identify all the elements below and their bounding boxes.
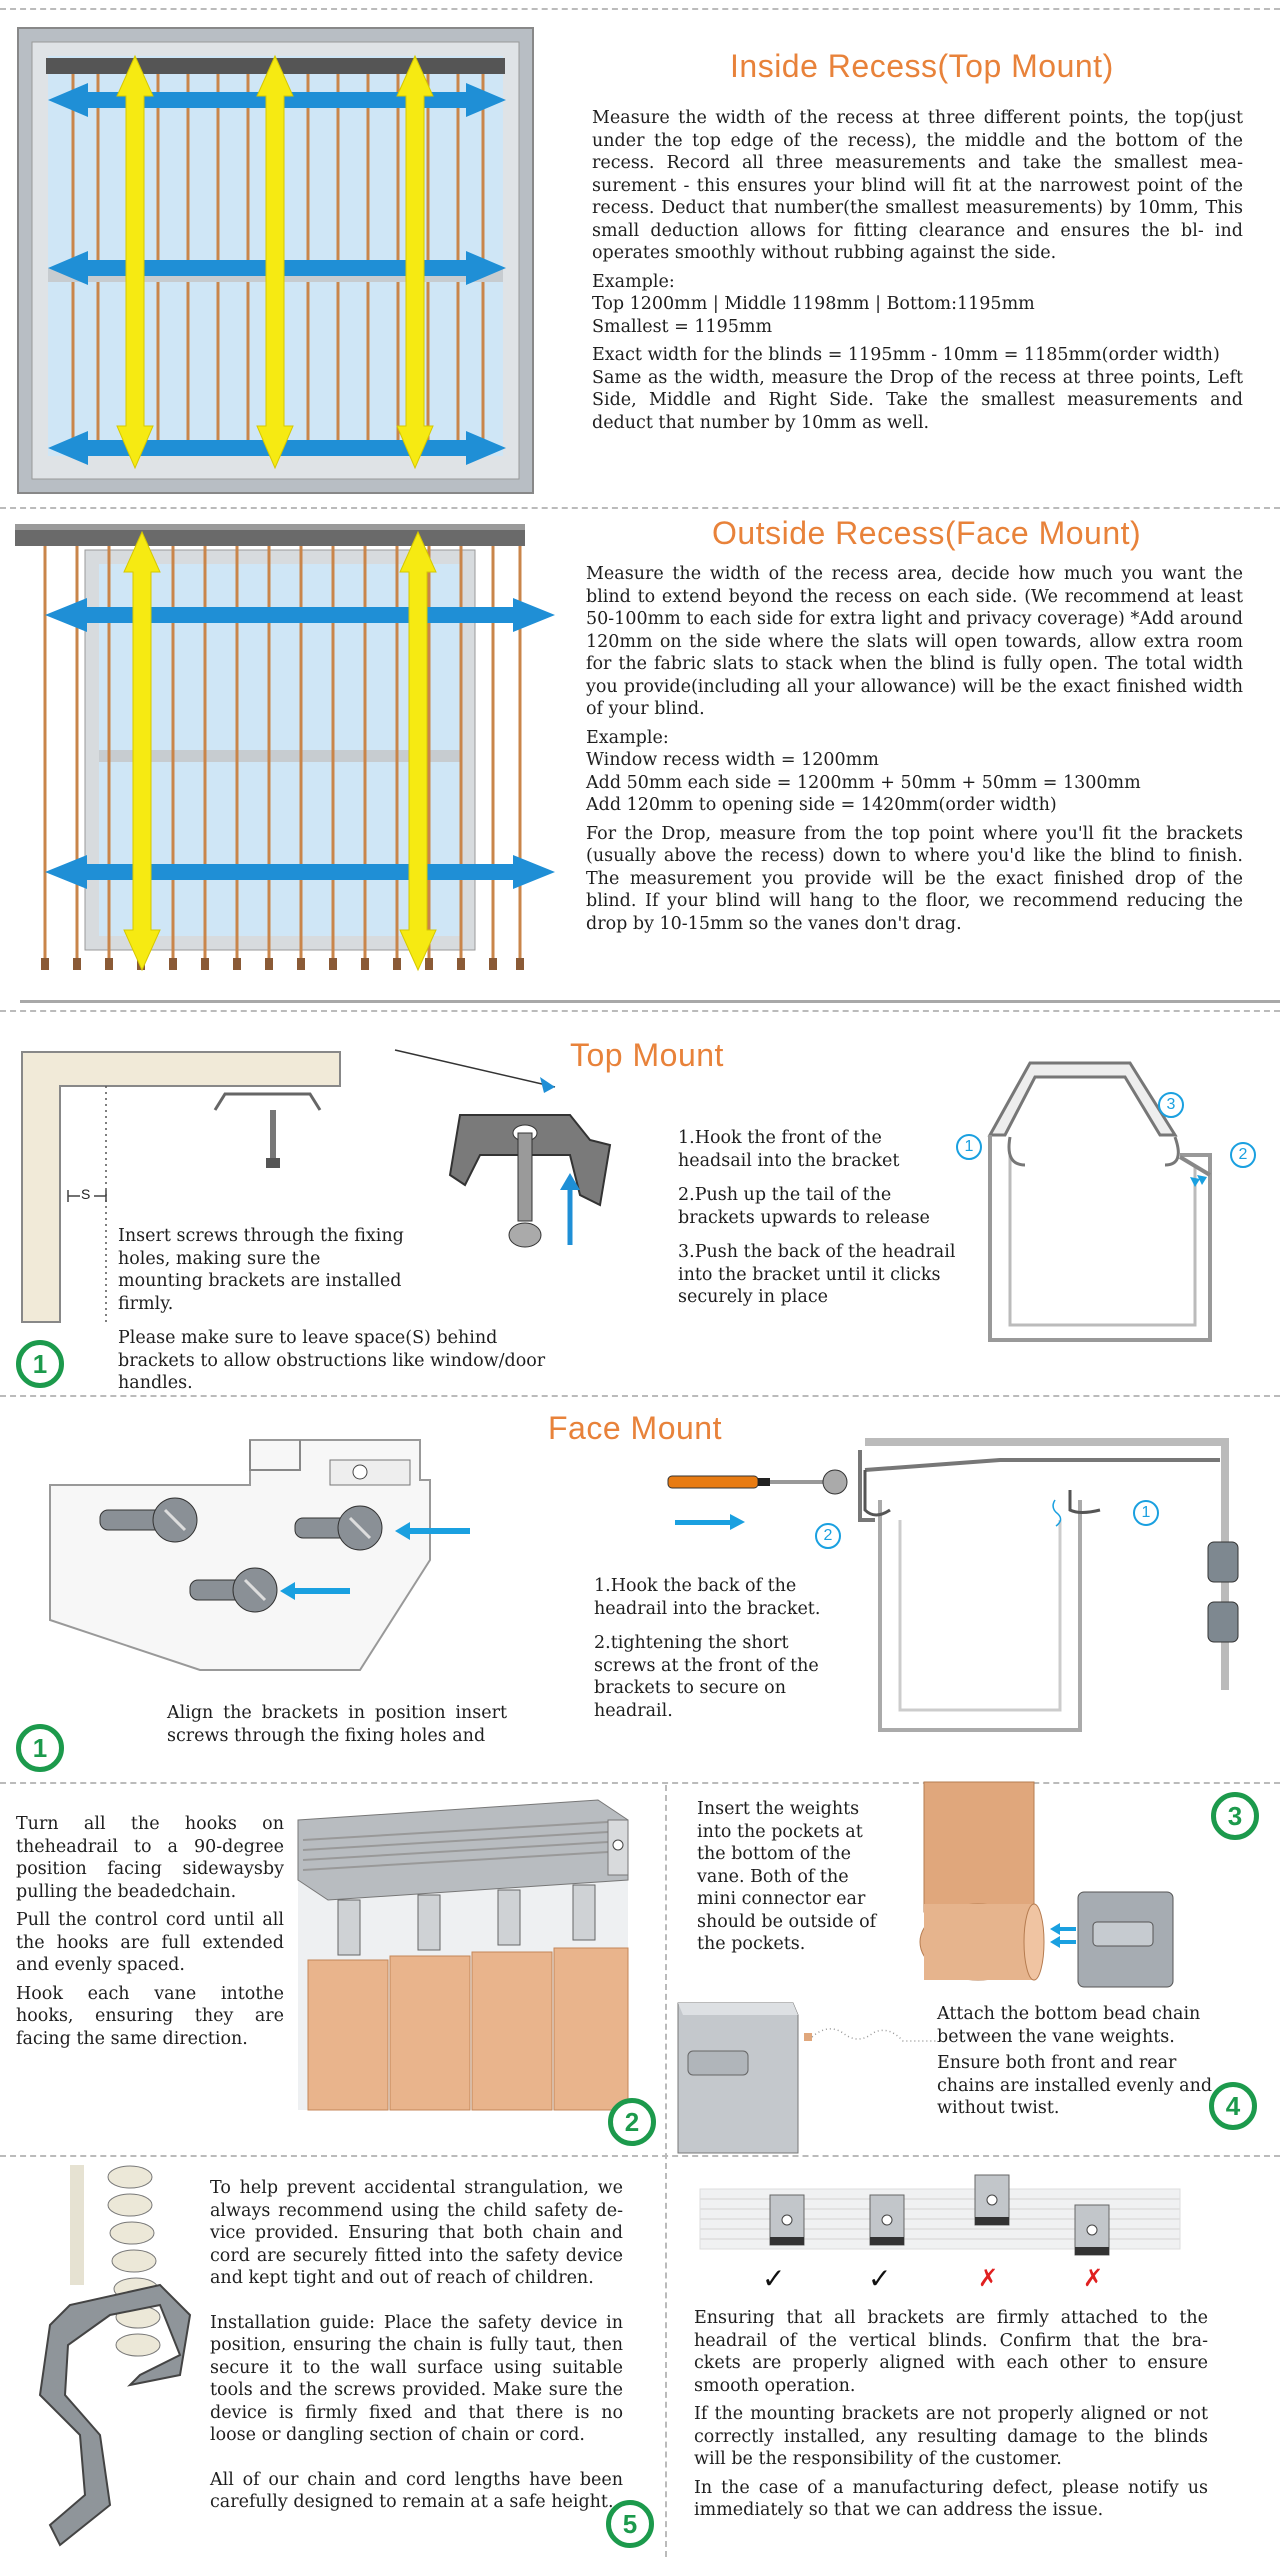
outside-recess-example-line-2: Add 50mm each side = 1200mm + 50mm + 50m… bbox=[586, 772, 1141, 793]
inside-recess-paragraph-1: Measure the width of the recess at three… bbox=[592, 108, 1243, 263]
step-badge: 3 bbox=[1211, 1792, 1259, 1840]
bead-chain-weight-illustration bbox=[677, 2002, 938, 2154]
weights-text: Insert the weights into the pockets at t… bbox=[697, 1799, 877, 1954]
alignment-paragraph-2: If the mounting brackets are not properl… bbox=[694, 2404, 1208, 2469]
top-mount-step-1: 1.Hook the front of the headsail into th… bbox=[678, 1128, 900, 1171]
section-divider bbox=[0, 1782, 1280, 1784]
face-mount-caption: Align the brackets in position insert sc… bbox=[167, 1703, 507, 1746]
callout-3: 3 bbox=[1158, 1092, 1184, 1118]
alignment-mark-wrong: ✗ bbox=[1083, 2264, 1104, 2292]
inside-recess-text: Measure the width of the recess at three… bbox=[592, 107, 1243, 440]
weights-vane-illustration bbox=[919, 1781, 1174, 1988]
alignment-paragraph-3: In the case of a manufacturing defect, p… bbox=[694, 2477, 1208, 2521]
outside-recess-window-illustration bbox=[15, 524, 555, 972]
bead-chain-paragraph-2: Ensure both front and rear chains are in… bbox=[937, 2053, 1213, 2118]
top-mount-steps: 1.Hook the front of the headsail into th… bbox=[678, 1127, 958, 1321]
safety-paragraph-1: To help prevent accidental strangulation… bbox=[210, 2178, 623, 2288]
outside-recess-text: Measure the width of the recess area, de… bbox=[586, 563, 1243, 941]
top-dashed-divider bbox=[0, 8, 1280, 10]
top-mount-caption-1: Insert screws through the fixing holes, … bbox=[118, 1226, 404, 1314]
inside-recess-example-line-2: Smallest = 1195mm bbox=[592, 316, 773, 337]
inside-recess-example-label: Example: bbox=[592, 271, 675, 292]
step-badge: 1 bbox=[16, 1724, 64, 1772]
face-mount-bracket-illustration bbox=[49, 1439, 470, 1671]
section-divider-solid bbox=[20, 1000, 1280, 1003]
face-mount-title: Face Mount bbox=[548, 1410, 722, 1446]
hooks-headrail-illustration bbox=[297, 1799, 629, 2111]
outside-recess-example-label: Example: bbox=[586, 727, 669, 748]
outside-recess-paragraph-1: Measure the width of the recess area, de… bbox=[586, 564, 1243, 719]
top-mount-headrail-profile bbox=[987, 1061, 1212, 1342]
safety-paragraph-2: Installation guide: Place the safety dev… bbox=[210, 2312, 623, 2446]
top-mount-step-3: 3.Push the back of the headrail into the… bbox=[678, 1242, 956, 1307]
top-mount-caption: Insert screws through the fixing holes, … bbox=[118, 1225, 578, 1407]
inside-recess-paragraph-3: Same as the width, measure the Drop of t… bbox=[592, 367, 1243, 433]
section-divider bbox=[0, 1010, 1280, 1012]
top-mount-caption-2: Please make sure to leave space(S) behin… bbox=[118, 1328, 546, 1393]
bracket-alignment-illustration bbox=[699, 2174, 1181, 2256]
alignment-paragraph-1: Ensuring that all brackets are firmly at… bbox=[694, 2308, 1208, 2396]
section-divider bbox=[0, 1395, 1280, 1397]
step-badge: 5 bbox=[606, 2500, 654, 2548]
inside-recess-title: Inside Recess(Top Mount) bbox=[730, 48, 1114, 84]
inside-recess-window-illustration bbox=[17, 27, 534, 494]
face-mount-steps: 1.Hook the back of the headrail into the… bbox=[594, 1575, 824, 1734]
face-mount-step-2: 2.tightening the short screws at the fro… bbox=[594, 1633, 819, 1721]
face-mount-headrail-illustration bbox=[667, 1438, 1239, 1732]
section-divider bbox=[0, 507, 1280, 509]
callout-1: 1 bbox=[1133, 1500, 1159, 1526]
step-badge: 2 bbox=[608, 2098, 656, 2146]
top-mount-bracket-illustration bbox=[394, 1049, 612, 1248]
hooks-paragraph-1: Turn all the hooks on theheadrail to a 9… bbox=[16, 1814, 284, 1902]
inside-recess-paragraph-2: Exact width for the blinds = 1195mm - 10… bbox=[592, 345, 1220, 365]
outside-recess-paragraph-2: For the Drop, measure from the top point… bbox=[586, 823, 1243, 934]
top-mount-wall-diagram bbox=[21, 1051, 341, 1323]
hooks-text: Turn all the hooks on theheadrail to a 9… bbox=[16, 1813, 284, 2056]
outside-recess-example-line-3: Add 120mm to opening side = 1420mm(order… bbox=[586, 795, 1057, 815]
hooks-paragraph-3: Hook each vane intothe hooks, ensuring t… bbox=[16, 1983, 284, 2049]
child-safety-device-illustration bbox=[38, 2165, 192, 2547]
section-divider bbox=[0, 2155, 1280, 2157]
safety-paragraph-3: All of our chain and cord lengths have b… bbox=[210, 2469, 623, 2513]
callout-2: 2 bbox=[815, 1523, 841, 1549]
top-mount-title: Top Mount bbox=[570, 1037, 724, 1073]
top-mount-step-2: 2.Push up the tail of the brackets upwar… bbox=[678, 1185, 930, 1228]
bead-chain-text: Attach the bottom bead chain between the… bbox=[937, 2003, 1213, 2132]
alignment-mark-wrong: ✗ bbox=[978, 2264, 999, 2292]
callout-1: 1 bbox=[956, 1134, 982, 1160]
outside-recess-title: Outside Recess(Face Mount) bbox=[712, 515, 1142, 551]
step-badge: 4 bbox=[1209, 2082, 1257, 2130]
step-badge: 1 bbox=[16, 1340, 64, 1388]
outside-recess-example-line-1: Window recess width = 1200mm bbox=[586, 750, 879, 770]
safety-text: To help prevent accidental strangulation… bbox=[210, 2177, 623, 2520]
face-mount-step-1: 1.Hook the back of the headrail into the… bbox=[594, 1576, 821, 1619]
inside-recess-example-line-1: Top 1200mm | Middle 1198mm | Bottom:1195… bbox=[592, 294, 1035, 314]
hooks-paragraph-2: Pull the control cord until all the hook… bbox=[16, 1910, 284, 1975]
bead-chain-paragraph-1: Attach the bottom bead chain between the… bbox=[937, 2004, 1201, 2047]
alignment-text: Ensuring that all brackets are firmly at… bbox=[694, 2307, 1208, 2528]
alignment-mark-correct: ✓ bbox=[762, 2262, 786, 2295]
space-s-label: S bbox=[81, 1186, 91, 1202]
alignment-mark-correct: ✓ bbox=[868, 2262, 892, 2295]
callout-2: 2 bbox=[1230, 1142, 1256, 1168]
column-divider bbox=[665, 1785, 667, 2557]
